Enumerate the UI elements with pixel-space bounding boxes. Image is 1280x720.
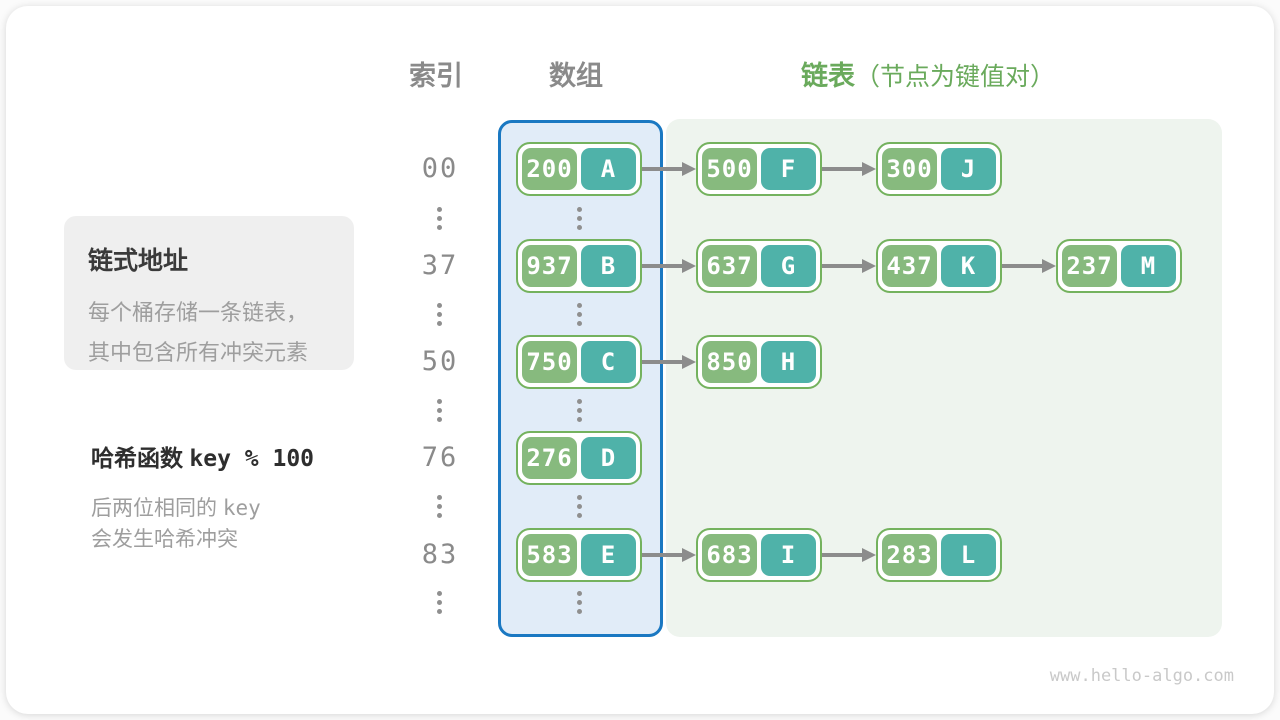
index-label: 76 xyxy=(421,442,459,473)
key-cell: 437 xyxy=(882,245,937,287)
value-cell: C xyxy=(581,341,636,383)
key-cell: 276 xyxy=(522,437,577,479)
index-label: 83 xyxy=(421,539,459,570)
key-cell: 850 xyxy=(702,341,757,383)
kv-node: 937 B xyxy=(516,239,642,293)
info-box-title: 链式地址 xyxy=(88,247,189,275)
bucket-row-37: 937 B 637 G 437 K 237 M xyxy=(516,239,1182,293)
value-cell: L xyxy=(941,534,996,576)
value-cell: J xyxy=(941,148,996,190)
list-header-note: （节点为键值对） xyxy=(855,63,1056,91)
kv-node: 237 M xyxy=(1056,239,1182,293)
hash-function-formula: key % 100 xyxy=(189,446,315,472)
array-column-header: 数组 xyxy=(549,61,603,91)
info-box-line: 其中包含所有冲突元素 xyxy=(88,340,309,365)
key-cell: 500 xyxy=(702,148,757,190)
kv-node: 200 A xyxy=(516,142,642,196)
kv-node: 850 H xyxy=(696,335,822,389)
watermark: www.hello-algo.com xyxy=(1049,666,1234,686)
arrow-right-icon xyxy=(822,548,876,562)
ellipsis-dots xyxy=(437,207,442,230)
arrow-right-icon xyxy=(642,355,696,369)
key-cell: 237 xyxy=(1062,245,1117,287)
list-column-header: 链表（节点为键值对） xyxy=(801,61,1121,91)
kv-node: 750 C xyxy=(516,335,642,389)
kv-node: 276 D xyxy=(516,431,642,485)
arrow-right-icon xyxy=(822,259,876,273)
key-cell: 937 xyxy=(522,245,577,287)
ellipsis-dots xyxy=(437,303,442,326)
value-cell: K xyxy=(941,245,996,287)
index-label: 37 xyxy=(421,250,459,281)
arrow-right-icon xyxy=(642,548,696,562)
key-cell: 583 xyxy=(522,534,577,576)
value-cell: F xyxy=(761,148,816,190)
bucket-row-76: 276 D xyxy=(516,431,642,485)
index-label: 00 xyxy=(421,153,459,184)
ellipsis-dots xyxy=(437,591,442,614)
hash-function-title: 哈希函数 key % 100 xyxy=(91,439,391,473)
index-label: 50 xyxy=(421,346,459,377)
value-cell: M xyxy=(1121,245,1176,287)
diagram-card: 索引 数组 链表（节点为键值对） 链式地址 每个桶存储一条链表， 其中包含所有冲… xyxy=(6,6,1274,714)
arrow-right-icon xyxy=(642,162,696,176)
ellipsis-dots xyxy=(437,399,442,422)
bucket-row-83: 583 E 683 I 283 L xyxy=(516,528,1002,582)
ellipsis-dots xyxy=(577,303,582,326)
key-cell: 283 xyxy=(882,534,937,576)
hash-note-line: 会发生哈希冲突 xyxy=(91,528,238,551)
key-cell: 750 xyxy=(522,341,577,383)
key-cell: 200 xyxy=(522,148,577,190)
list-header-label: 链表 xyxy=(801,61,855,91)
value-cell: G xyxy=(761,245,816,287)
value-cell: H xyxy=(761,341,816,383)
kv-node: 500 F xyxy=(696,142,822,196)
ellipsis-dots xyxy=(577,399,582,422)
value-cell: A xyxy=(581,148,636,190)
key-cell: 683 xyxy=(702,534,757,576)
bucket-row-00: 200 A 500 F 300 J xyxy=(516,142,1002,196)
key-cell: 637 xyxy=(702,245,757,287)
kv-node: 283 L xyxy=(876,528,1002,582)
ellipsis-dots xyxy=(437,495,442,518)
chaining-info-box: 链式地址 每个桶存储一条链表， 其中包含所有冲突元素 xyxy=(64,216,354,370)
info-box-line: 每个桶存储一条链表， xyxy=(88,300,309,325)
value-cell: B xyxy=(581,245,636,287)
kv-node: 637 G xyxy=(696,239,822,293)
ellipsis-dots xyxy=(577,207,582,230)
value-cell: E xyxy=(581,534,636,576)
arrow-right-icon xyxy=(1002,259,1056,273)
ellipsis-dots xyxy=(577,495,582,518)
kv-node: 583 E xyxy=(516,528,642,582)
hash-function-label: 哈希函数 xyxy=(91,445,183,471)
hash-function-note: 哈希函数 key % 100 后两位相同的 key 会发生哈希冲突 xyxy=(91,439,391,555)
value-cell: D xyxy=(581,437,636,479)
ellipsis-dots xyxy=(577,591,582,614)
kv-node: 683 I xyxy=(696,528,822,582)
arrow-right-icon xyxy=(642,259,696,273)
value-cell: I xyxy=(761,534,816,576)
key-cell: 300 xyxy=(882,148,937,190)
index-column-header: 索引 xyxy=(409,61,463,91)
kv-node: 300 J xyxy=(876,142,1002,196)
kv-node: 437 K xyxy=(876,239,1002,293)
hash-note-line: 后两位相同的 key xyxy=(91,496,261,520)
bucket-row-50: 750 C 850 H xyxy=(516,335,822,389)
arrow-right-icon xyxy=(822,162,876,176)
